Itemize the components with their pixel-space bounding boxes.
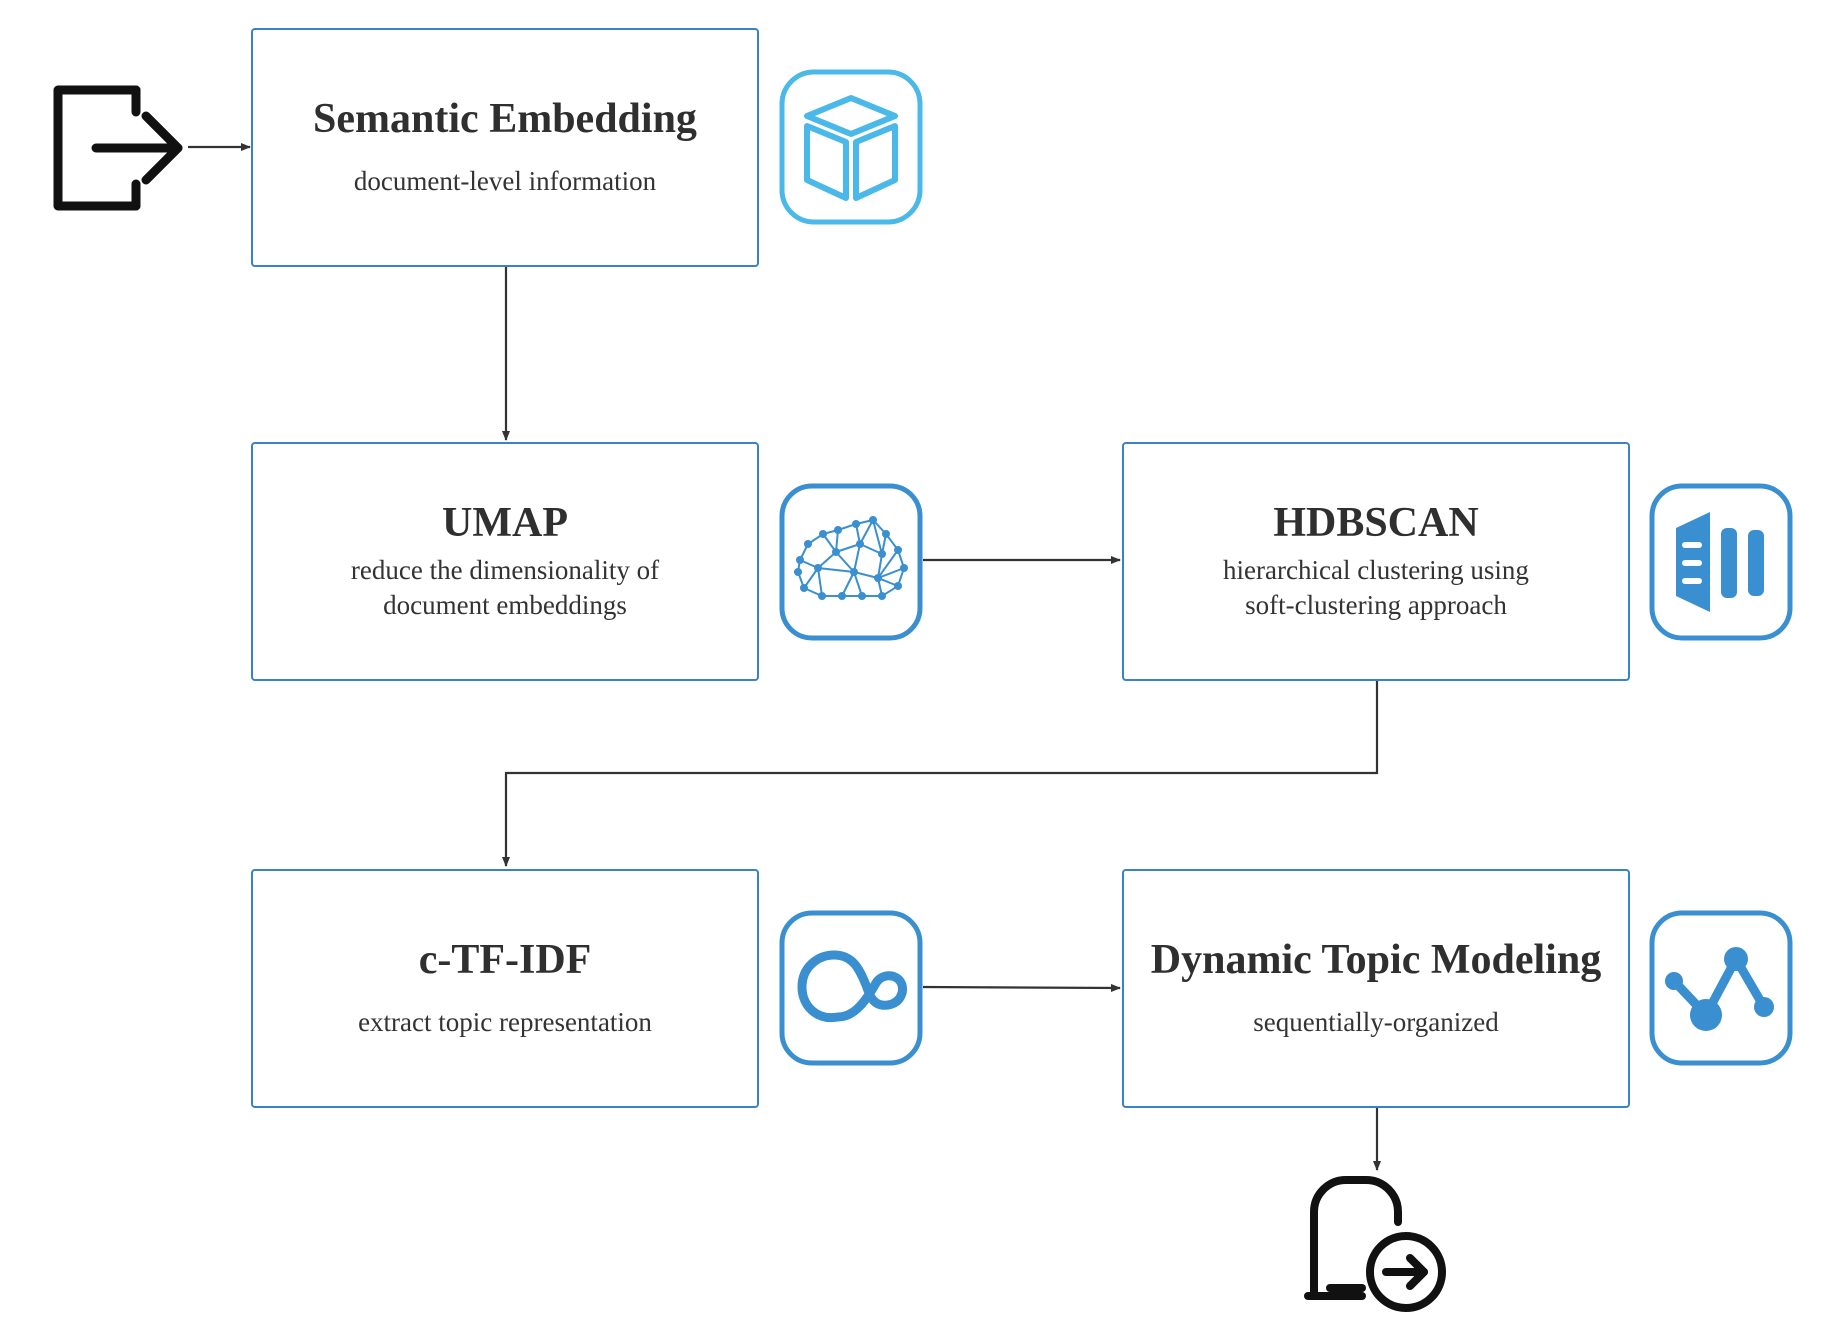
node-title: c-TF-IDF [418,936,592,983]
graph-nodes-icon [1649,910,1793,1066]
node-subtitle-line-1: hierarchical clustering using [1223,554,1529,585]
node-subtitle-line-1: reduce the dimensionality of [350,554,660,585]
sign-in-icon [53,85,183,211]
cluster-bars-icon [1649,483,1793,641]
node-subtitle-line-2: soft-clustering approach [1245,589,1507,620]
loop-icon [779,910,923,1066]
node-umap: UMAP reduce the dimensionality of docume… [251,442,759,681]
neural-cloud-icon [779,483,923,641]
node-title: HDBSCAN [1273,500,1479,547]
edge-hdbscan-to-ctfidf [502,680,1379,867]
edge-ctfidf-to-dynamic-topic-modeling [922,983,1121,992]
node-title: Semantic Embedding [313,95,697,142]
node-ctfidf: c-TF-IDF extract topic representation [251,869,759,1108]
node-subtitle-line-2: document embeddings [383,589,627,620]
cube-icon [779,69,923,225]
node-subtitle: extract topic representation [358,1007,652,1038]
node-title: Dynamic Topic Modeling [1150,936,1602,983]
node-title: UMAP [442,500,568,547]
node-hdbscan: HDBSCAN hierarchical clustering using so… [1122,442,1630,681]
node-subtitle: sequentially-organized [1253,1007,1499,1038]
exit-icon [1304,1176,1446,1312]
node-subtitle: document-level information [353,166,657,197]
node-semantic-embedding: Semantic Embedding document-level inform… [251,28,759,267]
node-dynamic-topic-modeling: Dynamic Topic Modeling sequentially-orga… [1122,869,1630,1108]
